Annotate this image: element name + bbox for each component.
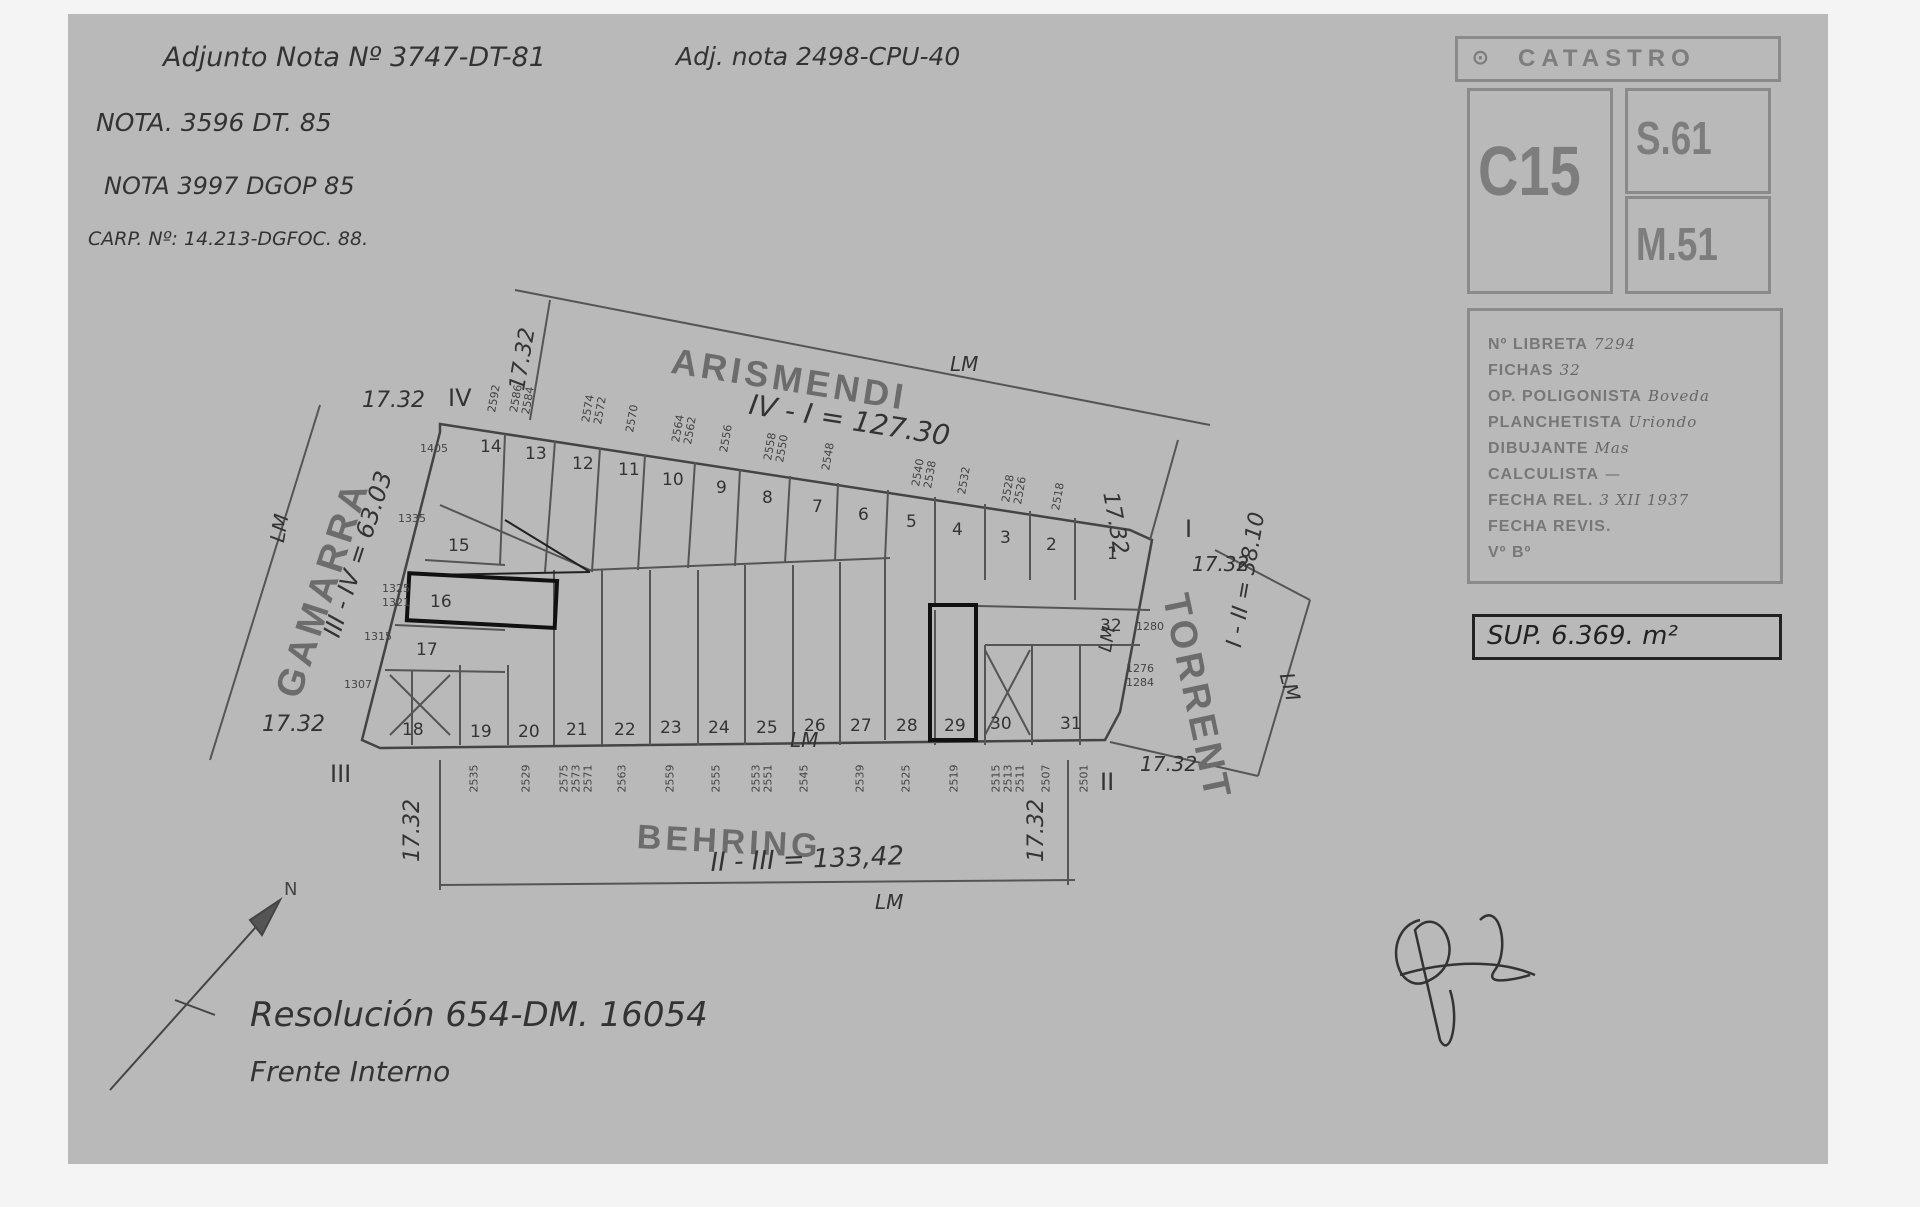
field-calculista: CALCULISTA— — [1488, 465, 1622, 483]
note-carpeta: CARP. Nº: 14.213-DGFOC. 88. — [88, 228, 369, 250]
chamfer-5: 17.32 — [262, 712, 325, 737]
lot-32: 32 — [1100, 616, 1122, 636]
lot-27: 27 — [850, 716, 872, 736]
plan-sheet — [68, 14, 1828, 1164]
chamfer-6: 17.32 — [1140, 752, 1198, 776]
note-adj-nota: Adj. nota 2498-CPU-40 — [676, 42, 961, 71]
vertex-iv: IV — [448, 384, 472, 412]
vertex-i: I — [1185, 515, 1193, 543]
chamfer-7: 17.32 — [400, 799, 425, 862]
note-nota-3596: NOTA. 3596 DT. 85 — [96, 108, 332, 137]
note-nota-3997: NOTA 3997 DGOP 85 — [104, 172, 355, 200]
lm-gamarra: LM — [265, 512, 294, 545]
field-fecha-revis: FECHA REVIS. — [1488, 518, 1612, 535]
block-outline — [360, 422, 1154, 750]
north-arrow-icon — [109, 897, 283, 1091]
lot-11: 11 — [618, 460, 640, 480]
lot-28: 28 — [896, 716, 918, 736]
lm-interior: LM — [790, 728, 819, 752]
lot-13: 13 — [525, 444, 547, 464]
lot-20: 20 — [518, 722, 540, 742]
lot-29: 29 — [944, 716, 966, 736]
chamfer-1: 17.32 — [362, 388, 425, 413]
lot-5: 5 — [906, 512, 917, 532]
lot-7: 7 — [812, 497, 823, 517]
manzana-box: M.51 — [1625, 196, 1771, 294]
lot-8: 8 — [762, 488, 773, 508]
lot-23: 23 — [660, 718, 682, 738]
superficie-box: SUP. 6.369. m² — [1472, 614, 1782, 660]
lot-9: 9 — [716, 478, 727, 498]
frente-interno-note: Frente Interno — [250, 1055, 451, 1088]
lot-26: 26 — [804, 716, 826, 736]
lm-arismendi: LM — [950, 352, 979, 376]
lot-24: 24 — [708, 718, 730, 738]
lot-3: 3 — [1000, 528, 1011, 548]
note-adjunto: Adjunto Nota Nº 3747-DT-81 — [163, 42, 546, 73]
lot-19: 19 — [470, 722, 492, 742]
resolucion-note: Resolución 654-DM. 16054 — [250, 995, 708, 1035]
field-fecha-rel: FECHA REL.3 XII 1937 — [1488, 491, 1690, 509]
circunscripcion-box: C15 — [1467, 88, 1613, 294]
seccion-box: S.61 — [1625, 88, 1771, 194]
lot-10: 10 — [662, 470, 684, 490]
signature-mark — [1395, 914, 1536, 1047]
vertex-ii: II — [1100, 768, 1115, 796]
north-label: N — [284, 879, 297, 900]
lot-12: 12 — [572, 454, 594, 474]
field-visto-bueno: Vº Bº — [1488, 544, 1532, 561]
lot-31: 31 — [1060, 714, 1082, 734]
lot-1: 1 — [1107, 544, 1118, 564]
lm-behring: LM — [875, 890, 904, 914]
lot-15: 15 — [448, 536, 470, 556]
lot-16-highlight — [404, 571, 560, 631]
lot-17: 17 — [416, 640, 438, 660]
lot-6: 6 — [858, 505, 869, 525]
lot-18: 18 — [402, 720, 424, 740]
chamfer-8: 17.32 — [1024, 799, 1049, 862]
lot-2: 2 — [1046, 535, 1057, 555]
lot-22: 22 — [614, 720, 636, 740]
lot-21: 21 — [566, 720, 588, 740]
lot-30: 30 — [990, 714, 1012, 734]
vertex-iii: III — [330, 760, 352, 788]
lot-16: 16 — [430, 592, 452, 612]
lot-14: 14 — [480, 437, 502, 457]
chamfer-4: 17.32 — [1192, 552, 1250, 576]
catastro-header: ⊙ CATASTRO — [1455, 36, 1781, 82]
lot-25: 25 — [756, 718, 778, 738]
lot-29-highlight — [928, 603, 978, 742]
lot-4: 4 — [952, 520, 963, 540]
